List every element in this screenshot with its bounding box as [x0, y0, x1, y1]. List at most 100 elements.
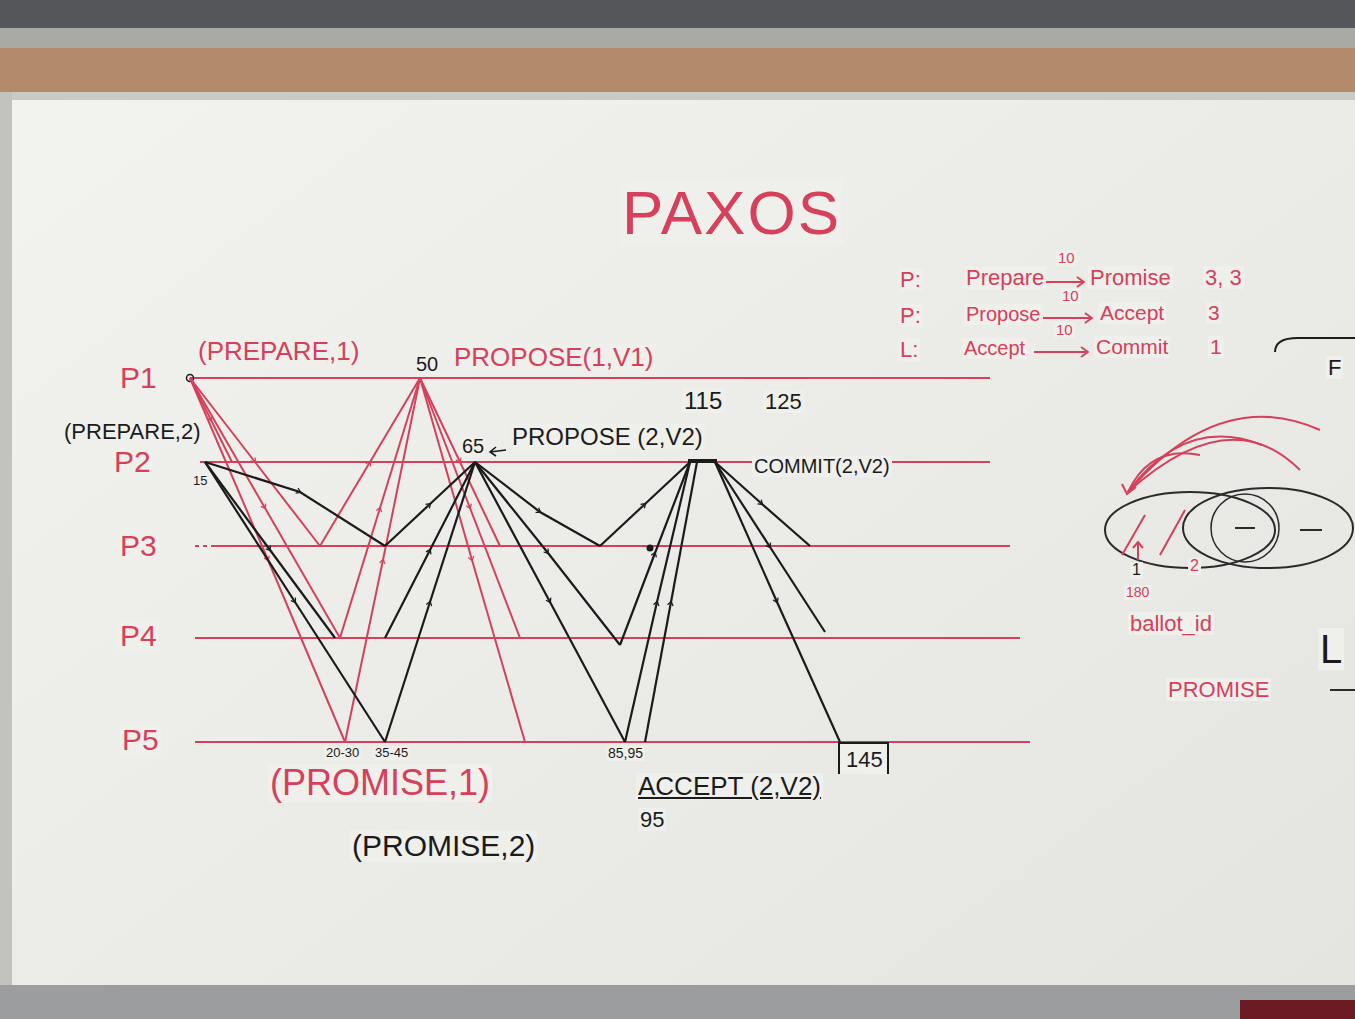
arrowhead: [1122, 484, 1136, 494]
eraser: [1240, 1000, 1355, 1019]
note-text: 10: [1056, 250, 1077, 266]
message-arrow: [645, 462, 697, 742]
time-label: 15: [191, 474, 209, 488]
message-arrow: [190, 378, 320, 546]
message-arrow: [385, 462, 475, 638]
process-name: P5: [120, 724, 161, 756]
message-arrow: [205, 462, 385, 742]
frame: [0, 92, 1355, 100]
note-text: L:: [898, 338, 920, 361]
message-label: (PROMISE,2): [350, 830, 537, 862]
note-text: 1: [1208, 336, 1224, 358]
dot: [647, 545, 654, 552]
message-arrow: [190, 378, 340, 638]
wall: [0, 0, 1355, 28]
arc: [1128, 417, 1320, 492]
marker-tray: [0, 985, 1355, 1019]
message-arrow: [625, 462, 690, 742]
message-arrow: [320, 378, 420, 546]
message-arrow: [715, 462, 840, 742]
timeline: [195, 545, 1010, 547]
note-text: Accept: [962, 338, 1027, 359]
message-label: (PREPARE,2): [62, 420, 203, 443]
message-arrow: [385, 462, 475, 742]
timelines: [190, 378, 1030, 742]
message-label: (PROMISE,1): [268, 764, 492, 802]
slot-circle: [1211, 494, 1279, 562]
arcs: [1122, 417, 1320, 560]
dash: [1235, 527, 1255, 529]
frame: [0, 92, 12, 992]
process-name: P4: [118, 620, 159, 652]
note-text: 3, 3: [1203, 266, 1244, 289]
message-arrow: [340, 378, 420, 638]
message-label: PROPOSE(1,V1): [452, 344, 655, 371]
note-text: P:: [898, 304, 923, 327]
time-label: 125: [763, 390, 804, 413]
note-arrow: [1034, 347, 1088, 357]
dash: [1330, 689, 1355, 691]
ballot-ellipse: [1183, 488, 1353, 568]
arc: [1128, 437, 1262, 492]
message-arrow: [420, 378, 520, 638]
time-label: 35-45: [373, 746, 410, 760]
note-text: L: [1318, 628, 1344, 670]
black-messages: [205, 462, 840, 742]
process-name: P1: [118, 362, 159, 394]
time-label: 115: [682, 388, 724, 413]
note-text: ballot_id: [1128, 612, 1214, 635]
commit-segment: [688, 459, 717, 463]
note-arrow: [1044, 277, 1084, 287]
note-text: 3: [1206, 302, 1222, 324]
note-text: 180: [1124, 585, 1151, 600]
time-label: 20-30: [324, 746, 361, 760]
time-label: 65: [460, 436, 486, 457]
timeline: [190, 377, 990, 379]
bracket: [1275, 338, 1355, 352]
note-text: Prepare: [964, 266, 1046, 289]
message-arrow: [715, 462, 825, 632]
ballot-ellipse: [1105, 492, 1275, 568]
message-arrow: [475, 462, 600, 546]
note-text: Propose: [964, 304, 1043, 325]
note-text: 2: [1188, 558, 1201, 575]
process-name: P2: [112, 446, 153, 478]
arc: [1128, 453, 1200, 492]
time-label: 85,95: [606, 746, 645, 761]
rail: [0, 28, 1355, 48]
dashes: [1235, 528, 1355, 690]
message-label: COMMIT(2,V2): [752, 456, 892, 477]
note-text: Accept: [1098, 302, 1166, 324]
message-label: PROPOSE (2,V2): [510, 424, 705, 449]
note-text: 10: [1054, 322, 1075, 338]
note-text: P:: [898, 268, 923, 291]
time-label: 95: [638, 808, 666, 831]
time-label: 50: [414, 354, 440, 375]
message-label: (PREPARE,1): [196, 338, 361, 365]
process-name: P3: [118, 530, 159, 562]
arc: [1128, 440, 1300, 492]
boxed-number: 145: [838, 742, 889, 774]
note-text: F: [1326, 356, 1343, 379]
title: PAXOS: [620, 180, 843, 245]
message-arrow: [475, 462, 620, 645]
note-text: 10: [1060, 288, 1081, 304]
dash: [1300, 529, 1322, 531]
slash: [1160, 510, 1185, 555]
note-text: 1: [1130, 562, 1143, 579]
message-arrow: [475, 462, 625, 742]
corkboard: [0, 48, 1355, 92]
red-messages: [190, 378, 525, 742]
note-text: PROMISE: [1166, 678, 1271, 701]
callout-number: 145: [846, 748, 881, 771]
note-text: Promise: [1088, 266, 1173, 289]
pointer-arrow: [1133, 542, 1143, 560]
message-label: ACCEPT (2,V2): [636, 773, 823, 800]
pointer-arrow: [490, 447, 506, 456]
timeline: [195, 741, 1030, 743]
slash: [1122, 515, 1145, 555]
note-text: Commit: [1094, 336, 1170, 358]
